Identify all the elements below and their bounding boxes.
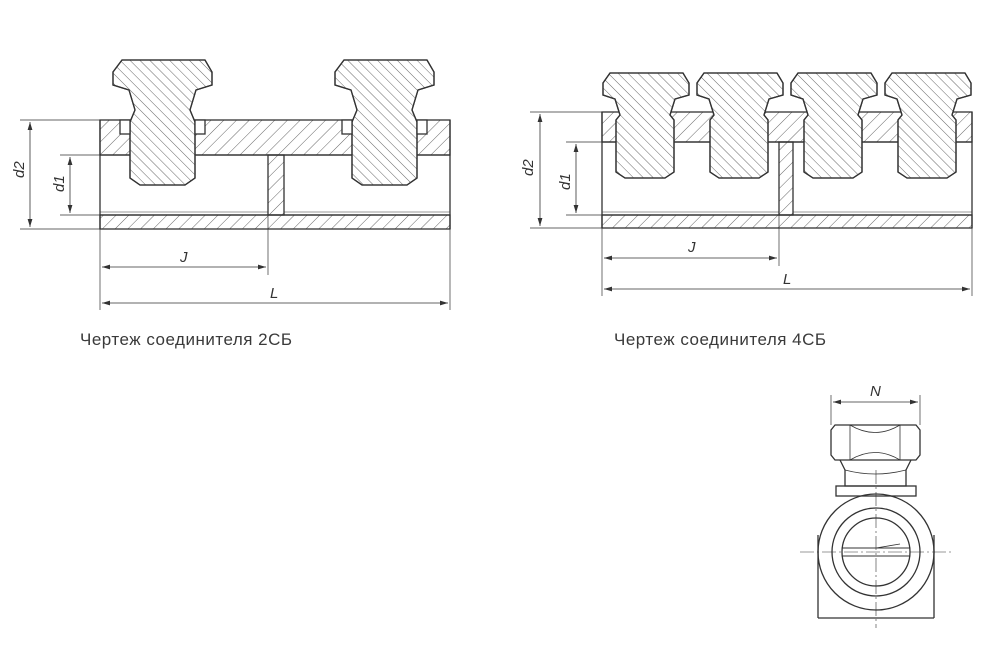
connector-4sb-drawing (530, 72, 973, 296)
bolt-3 (790, 72, 878, 179)
bolt-right (334, 59, 435, 186)
side-view-drawing (800, 395, 952, 628)
dim-n-label: N (870, 383, 881, 400)
body-bottom-wall (99, 214, 451, 230)
bolt-1 (602, 72, 690, 179)
bolt-left (112, 59, 213, 186)
center-partition (267, 154, 285, 216)
center-partition (778, 141, 794, 216)
dim-d2-label-right: d2 (520, 159, 537, 176)
dim-j-label-right: J (687, 239, 696, 256)
bolt-2 (696, 72, 784, 179)
dim-l-label-left: L (270, 285, 278, 302)
dim-d1-label-right: d1 (557, 173, 574, 190)
body-bottom-wall (601, 214, 973, 229)
dim-d2-label-left: d2 (11, 161, 28, 178)
caption-connector-4sb: Чертеж соединителя 4СБ (614, 330, 827, 349)
dim-l-label-right: L (783, 271, 791, 288)
caption-connector-2sb: Чертеж соединителя 2СБ (80, 330, 293, 349)
dim-d1-label-left: d1 (51, 175, 68, 192)
connector-2sb-drawing (20, 59, 451, 310)
dim-j-label-left: J (179, 249, 188, 266)
bolt-4 (884, 72, 972, 179)
